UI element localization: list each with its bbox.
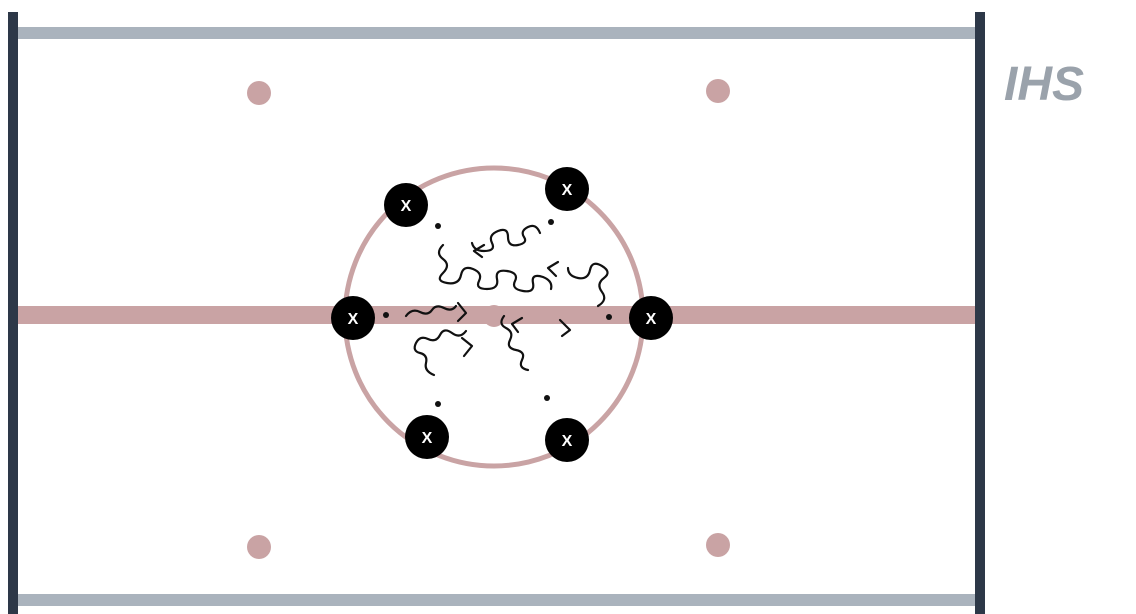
brand-logo: IHS: [1004, 58, 1084, 108]
player-marker-icon: X: [545, 418, 589, 462]
puck-dot: [435, 401, 441, 407]
player-marker-icon: X: [545, 167, 589, 211]
puck-dot: [606, 314, 612, 320]
wavy-skate-path-icon: [470, 224, 542, 253]
arrowhead-icon: [510, 316, 524, 334]
left-board: [8, 12, 18, 614]
wavy-skate-path-icon: [413, 329, 468, 377]
puck-dots: [383, 219, 612, 407]
top-rail: [12, 27, 976, 39]
player-marker-icon: X: [331, 296, 375, 340]
faceoff-dot-top-right: [706, 79, 730, 103]
player-label: X: [422, 430, 433, 447]
wavy-skate-path-icon: [566, 262, 609, 308]
skate-paths: [404, 224, 609, 377]
wavy-skate-path-icon: [404, 304, 458, 318]
puck-dot: [544, 395, 550, 401]
faceoff-dot-top-left: [247, 81, 271, 105]
arrowhead-icon: [472, 243, 486, 259]
player-label: X: [646, 311, 657, 328]
bottom-rail: [12, 594, 976, 606]
player-label: X: [348, 311, 359, 328]
puck-dot: [435, 223, 441, 229]
player-label: X: [562, 182, 573, 199]
player-marker-icon: X: [405, 415, 449, 459]
player-label: X: [401, 198, 412, 215]
player-label: X: [562, 433, 573, 450]
arrowhead-icon: [460, 336, 474, 358]
faceoff-dot-bottom-left: [247, 535, 271, 559]
faceoff-dot-bottom-right: [706, 533, 730, 557]
wavy-skate-path-icon: [437, 243, 553, 293]
center-faceoff-dot: [483, 305, 505, 327]
arrowhead-icon: [558, 318, 572, 338]
arrowhead-icon: [546, 260, 560, 278]
brand-logo-text: IHS: [1004, 58, 1084, 108]
arrowhead-icon: [456, 301, 468, 323]
puck-dot: [548, 219, 554, 225]
wavy-skate-path-icon: [500, 314, 530, 372]
player-marker-icon: X: [629, 296, 673, 340]
right-board: [975, 12, 985, 614]
puck-dot: [383, 312, 389, 318]
player-marker-icon: X: [384, 183, 428, 227]
